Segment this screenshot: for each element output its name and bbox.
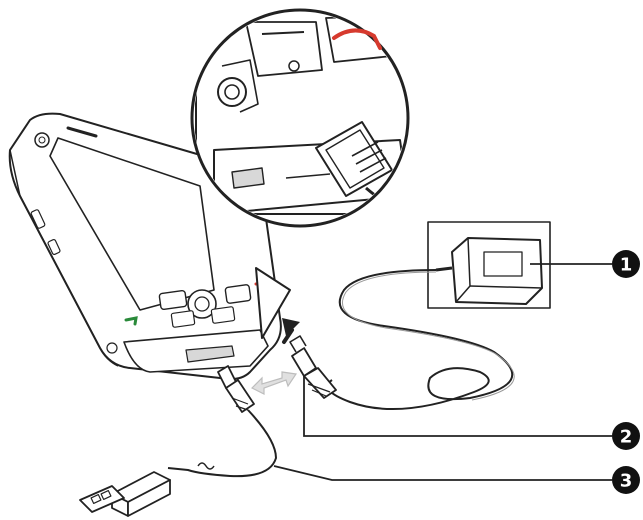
ac-cable-icon — [326, 269, 514, 411]
leader-line-2 — [303, 376, 612, 437]
callout-1: 1 — [612, 250, 640, 278]
callout-number-1: 1 — [620, 255, 633, 276]
callout-number-3: 3 — [620, 471, 633, 492]
leader-line-3 — [273, 465, 612, 481]
inset-end-key-icon — [332, 28, 382, 50]
magnify-circle-icon — [190, 8, 410, 339]
usb-sync-cable-icon — [79, 365, 277, 517]
arrow-up-icon — [282, 318, 300, 344]
double-arrow-icon — [250, 371, 298, 395]
callout-2: 2 — [612, 422, 640, 450]
callout-number-2: 2 — [620, 427, 633, 448]
call-key-icon — [124, 316, 138, 326]
callout-3: 3 — [612, 466, 640, 494]
mini-usb-plug-icon — [289, 335, 337, 399]
ac-adapter-icon — [427, 221, 551, 309]
